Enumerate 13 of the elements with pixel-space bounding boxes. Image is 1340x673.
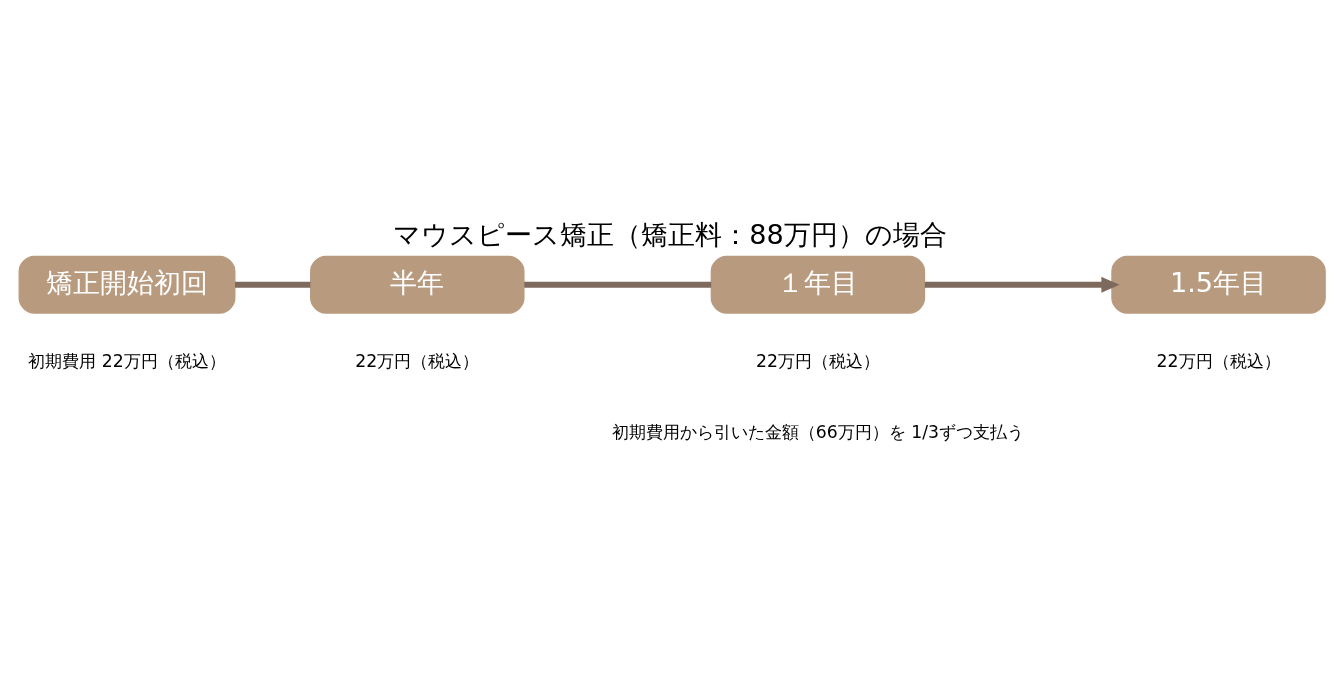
node-label: 22万円（税込） — [755, 350, 880, 371]
node-box: 矯正開始初回 — [18, 255, 236, 314]
node-box: 半年 — [310, 255, 525, 314]
node-label: 初期費用 22万円（税込） — [28, 350, 226, 371]
diagram-title: マウスピース矯正（矯正料：88万円）の場合 — [393, 218, 947, 250]
connector — [235, 281, 311, 288]
arrow — [924, 276, 1120, 293]
label: 初期費用から引いた金額（66万円）を 1/3ずつ支払う — [611, 422, 1025, 443]
connector — [524, 281, 712, 288]
node-label: 22万円（税込） — [355, 350, 480, 371]
node-box: 1.5年目 — [1111, 255, 1326, 314]
node-box: １年目 — [710, 255, 926, 314]
node-label: 22万円（税込） — [1156, 350, 1281, 371]
